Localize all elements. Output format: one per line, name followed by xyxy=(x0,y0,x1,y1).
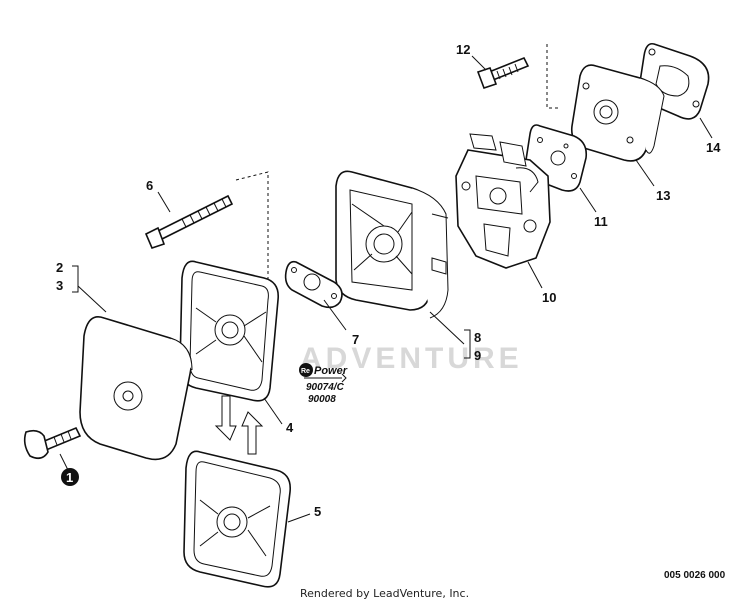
carburetor-10 xyxy=(455,133,551,269)
callout-2: 2 xyxy=(56,260,63,275)
leader-11 xyxy=(579,187,597,213)
leader-13 xyxy=(635,159,655,187)
repower-part-b: 90008 xyxy=(308,394,336,405)
insulator-13 xyxy=(570,64,665,162)
cover-2-3 xyxy=(79,316,193,461)
callout-6: 6 xyxy=(146,178,153,193)
callout-4: 4 xyxy=(286,420,294,435)
callout-3: 3 xyxy=(56,278,63,293)
footer-credit: Rendered by LeadVenture, Inc. xyxy=(300,587,469,600)
leader-6 xyxy=(157,191,171,213)
bolt-12 xyxy=(476,56,530,90)
breather-7 xyxy=(284,260,343,309)
callout-10: 10 xyxy=(542,290,556,305)
watermark-text: ADVENTURE xyxy=(300,342,523,375)
leader-8-9 xyxy=(429,311,465,345)
leader-4 xyxy=(263,397,283,425)
callout-14: 14 xyxy=(706,140,721,155)
callout-badge-1 xyxy=(61,468,79,486)
callout-5: 5 xyxy=(314,504,321,519)
leader-12 xyxy=(471,55,487,71)
leader-2-3 xyxy=(77,285,107,313)
filter-4 xyxy=(179,260,280,402)
callout-7: 7 xyxy=(352,332,359,347)
air-cleaner-base-8-9 xyxy=(335,170,449,319)
callout-9: 9 xyxy=(474,348,481,363)
wing-screw-1 xyxy=(23,426,82,460)
callout-11: 11 xyxy=(594,214,608,229)
leader-10 xyxy=(527,261,543,289)
callout-13: 13 xyxy=(656,188,670,203)
callout-8: 8 xyxy=(474,330,481,345)
repower-logo-power: Power xyxy=(314,365,348,377)
callout-12: 12 xyxy=(456,42,470,57)
leader-dash-6 xyxy=(235,171,269,282)
bracket-8-9 xyxy=(464,329,471,359)
leader-7 xyxy=(323,299,347,331)
bracket-2-3 xyxy=(72,265,79,293)
drawing-number: 005 0026 000 xyxy=(664,570,726,581)
repower-logo-re: Re xyxy=(301,368,310,375)
repower-note: Re Power 90074/C 90008 xyxy=(299,363,348,405)
leader-1 xyxy=(59,453,69,471)
repower-part-a: 90074/C xyxy=(306,382,345,393)
filter-5 xyxy=(183,450,292,588)
bolt-6 xyxy=(144,194,234,249)
assembly-arrows xyxy=(214,395,264,455)
leader-5 xyxy=(287,513,311,523)
leader-dash-12 xyxy=(546,44,560,109)
leader-14 xyxy=(699,117,713,139)
callout-1: 1 xyxy=(66,470,73,485)
